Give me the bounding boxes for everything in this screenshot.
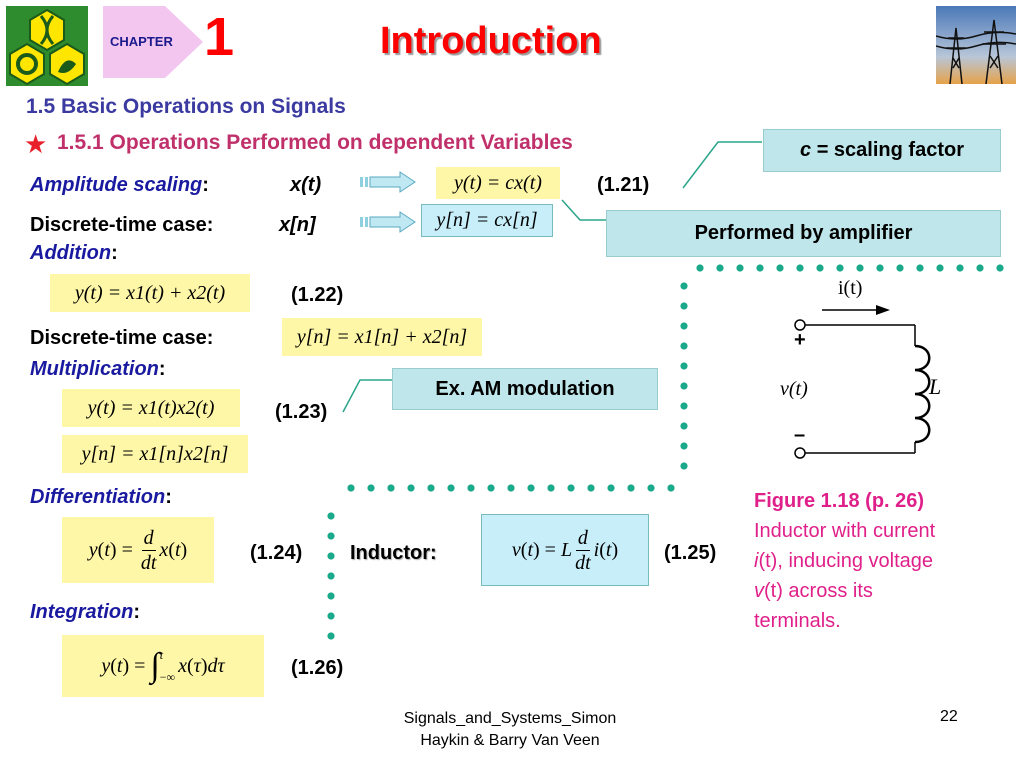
inductor-symbol-label: L — [929, 374, 942, 399]
amplitude-scaling-label: Amplitude scaling — [30, 174, 203, 196]
amplitude-scaling-row: Amplitude scaling: — [30, 174, 209, 197]
addition-label: Addition — [30, 242, 112, 264]
scaling-factor-symbol: c — [800, 139, 812, 161]
multiplication-equation: y(t) = x1(t)x2(t) — [62, 389, 240, 427]
footer-line2: Haykin & Barry Van Veen — [420, 732, 600, 749]
addition-row: Addition: — [30, 242, 118, 265]
inductor-label: Inductor: — [350, 542, 437, 564]
amplifier-callout: Performed by amplifier — [606, 210, 1001, 257]
chapter-number: 1 — [204, 7, 235, 67]
scaling-factor-text: = scaling factor — [811, 139, 964, 161]
eq-number-1-24: (1.24) — [250, 542, 303, 564]
label-colon: : — [202, 174, 209, 196]
eq-number-1-25: (1.25) — [664, 542, 717, 564]
chapter-tab — [103, 6, 203, 78]
page-title: Introduction — [380, 20, 602, 62]
section-heading: 1.5 Basic Operations on Signals — [26, 95, 346, 118]
am-modulation-callout: Ex. AM modulation — [392, 368, 658, 410]
figure-caption-line3: v(t) across its — [754, 580, 873, 602]
eq-number-1-21: (1.21) — [597, 174, 650, 196]
plus-sign: + — [794, 329, 806, 351]
discrete-input-signal: x[n] — [279, 214, 316, 236]
amplitude-equation: y(t) = cx(t) — [436, 167, 560, 199]
discrete-time-label-1: Discrete-time case: — [30, 214, 214, 236]
star-bullet-icon: ★ — [24, 129, 48, 159]
eq-number-1-22: (1.22) — [291, 284, 344, 306]
discrete-addition-equation: y[n] = x1[n] + x2[n] — [282, 318, 482, 356]
inductor-circuit-figure — [794, 305, 931, 459]
dotted-separator-left — [327, 506, 335, 646]
label-colon: : — [111, 242, 118, 264]
discrete-amplitude-equation: y[n] = cx[n] — [421, 204, 553, 237]
chapter-label: CHAPTER — [110, 34, 173, 49]
eq-number-1-26: (1.26) — [291, 657, 344, 679]
right-arrow-icon — [360, 211, 416, 233]
voltage-label: v(t) — [780, 378, 808, 400]
differentiation-row: Differentiation: — [30, 486, 172, 509]
figure-caption: Figure 1.18 (p. 26) Inductor with curren… — [754, 486, 1004, 636]
differentiation-label: Differentiation — [30, 486, 166, 508]
label-colon: : — [165, 486, 172, 508]
minus-sign: – — [794, 424, 806, 446]
label-colon: : — [133, 601, 141, 623]
label-colon: : — [158, 358, 166, 380]
eq-number-1-23: (1.23) — [275, 401, 328, 423]
discrete-multiplication-equation: y[n] = x1[n]x2[n] — [62, 435, 248, 473]
figure-caption-line2: i(t), inducing voltage — [754, 550, 933, 572]
multiplication-row: Multiplication: — [30, 358, 166, 381]
power-lines-photo — [935, 6, 1017, 85]
current-label: i(t) — [838, 277, 863, 299]
figure-caption-line4: terminals. — [754, 610, 841, 632]
footer-line1: Signals_and_Systems_Simon — [403, 710, 617, 727]
figure-caption-line1: Inductor with current — [754, 520, 936, 542]
figure-caption-title: Figure 1.18 (p. 26) — [754, 490, 925, 512]
discrete-time-label-2: Discrete-time case: — [30, 327, 214, 349]
page-number: 22 — [940, 708, 958, 725]
right-arrow-icon — [360, 171, 416, 193]
dotted-separator-right — [680, 276, 688, 476]
dotted-separator-middle — [341, 484, 681, 492]
scaling-factor-callout: c = scaling factor — [763, 129, 1001, 172]
integration-equation: y(t) = ∫t−∞x(τ)dτ — [62, 635, 264, 697]
dotted-separator-top — [690, 264, 1010, 272]
integration-label: Integration — [30, 601, 134, 623]
footer-source: Signals_and_Systems_Simon Haykin & Barry… — [340, 708, 680, 752]
university-logo — [6, 6, 88, 86]
integration-row: Integration: — [30, 601, 140, 624]
subsection-heading: 1.5.1 Operations Performed on dependent … — [57, 131, 573, 154]
amplitude-input-signal: x(t) — [290, 174, 322, 196]
addition-equation: y(t) = x1(t) + x2(t) — [50, 274, 250, 312]
multiplication-label: Multiplication — [30, 358, 159, 380]
